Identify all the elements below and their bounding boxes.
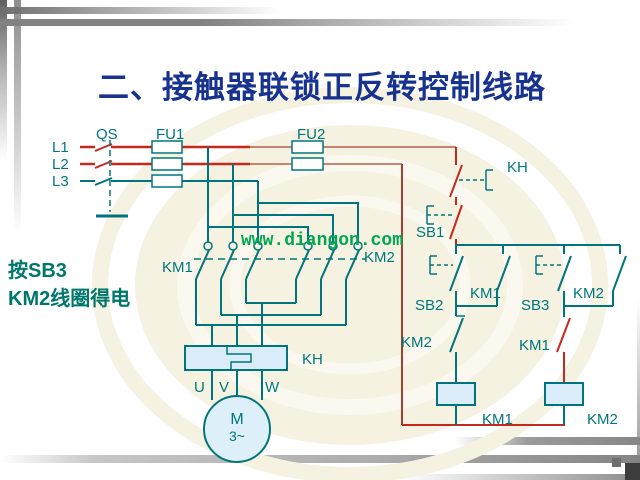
watermark-text: www.diangon.com bbox=[241, 231, 404, 251]
label-sb2: SB2 bbox=[415, 297, 443, 314]
label-sb1: SB1 bbox=[416, 224, 444, 241]
label-terminal-u: U bbox=[194, 379, 205, 396]
label-motor-m: M bbox=[230, 411, 243, 428]
label-l3: L3 bbox=[52, 173, 69, 190]
main-circuit-drops bbox=[207, 147, 359, 242]
label-fu2: FU2 bbox=[297, 126, 325, 143]
label-km1-main: KM1 bbox=[162, 259, 193, 276]
frame-top-left-horizontal-bar-1 bbox=[0, 7, 280, 14]
control-circuit bbox=[401, 147, 627, 426]
frame-bottom-horizontal-bar-3 bbox=[400, 474, 640, 480]
label-km2-aux: KM2 bbox=[573, 285, 604, 302]
frame-bottom-horizontal-bar-1 bbox=[455, 437, 640, 445]
annotation-line-1: 按SB3 bbox=[8, 260, 67, 282]
frame-top-left-vertical-bar-2 bbox=[14, 0, 21, 235]
label-terminal-w: W bbox=[265, 379, 280, 396]
label-km1-interlock: KM1 bbox=[519, 337, 550, 354]
fuse-fu1 bbox=[151, 140, 183, 188]
label-qs: QS bbox=[96, 126, 118, 143]
label-l2: L2 bbox=[52, 156, 69, 173]
slide-title: 二、接触器联锁正反转控制线路 bbox=[98, 70, 546, 105]
circuit-labels: L1 L2 L3 QS FU1 FU2 KM1 KM2 KH U V W M 3… bbox=[52, 126, 618, 444]
kh-overload-relay bbox=[184, 345, 288, 400]
fuse-fu2 bbox=[291, 140, 324, 171]
label-l1: L1 bbox=[52, 139, 69, 156]
label-km2-interlock: KM2 bbox=[401, 334, 432, 351]
km1-km2-main-contacts bbox=[194, 241, 366, 280]
frame-bottom-horizontal-bar-2 bbox=[0, 455, 640, 463]
annotation-text: 按SB3 KM2线圈得电 bbox=[8, 257, 130, 313]
label-terminal-v: V bbox=[219, 379, 229, 396]
label-km2-main: KM2 bbox=[364, 249, 395, 266]
frame-top-left-vertical-bar-1 bbox=[0, 0, 7, 160]
qs-switch bbox=[94, 140, 128, 218]
km2-coil bbox=[544, 382, 584, 406]
label-motor-3ph: 3~ bbox=[229, 428, 245, 444]
km1-coil bbox=[436, 382, 476, 406]
label-km2-coil: KM2 bbox=[587, 411, 618, 428]
label-km1-coil: KM1 bbox=[482, 411, 513, 428]
frame-corner-block-1 bbox=[612, 458, 621, 467]
frame-right-vertical-bar-2 bbox=[637, 300, 640, 480]
main-circuit-joins bbox=[195, 279, 347, 346]
label-kh-control: KH bbox=[507, 159, 528, 176]
phase-lines bbox=[80, 145, 456, 182]
label-kh-main: KH bbox=[302, 351, 323, 368]
motor-circle bbox=[203, 395, 271, 463]
label-fu1: FU1 bbox=[156, 126, 184, 143]
label-km1-aux: KM1 bbox=[470, 285, 501, 302]
frame-top-horizontal-bar-2 bbox=[0, 19, 575, 26]
annotation-line-2: KM2线圈得电 bbox=[8, 288, 131, 310]
label-sb3: SB3 bbox=[521, 297, 549, 314]
frame-corner-block-2 bbox=[625, 463, 640, 480]
